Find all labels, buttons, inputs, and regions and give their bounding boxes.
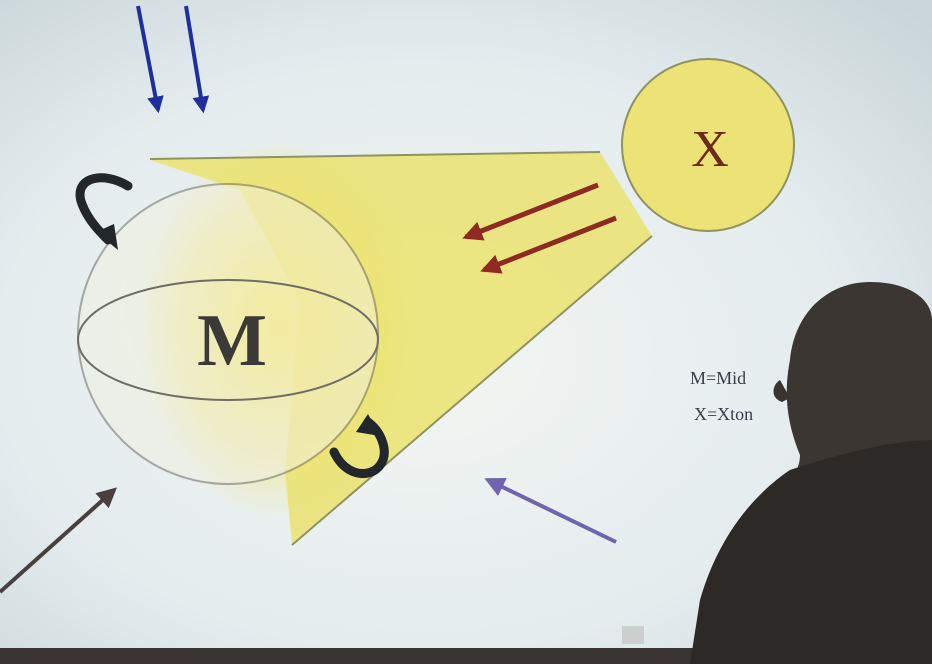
circle-label: X	[691, 121, 729, 178]
circle-x: X	[621, 58, 795, 232]
gray-arrow	[0, 487, 117, 594]
presenter-silhouette	[690, 282, 932, 664]
beam-top-edge	[149, 151, 601, 160]
red-arrow-lower	[480, 215, 617, 274]
beam-bottom-edge	[291, 235, 653, 546]
sphere-m: M	[77, 183, 379, 485]
bottom-object	[622, 626, 644, 644]
sphere-label: M	[197, 300, 267, 382]
purple-arrow	[484, 477, 617, 544]
rotation-arrow-bottom-icon	[329, 414, 389, 479]
blue-arrow-left	[136, 5, 164, 114]
rotation-arrow-top-icon	[75, 173, 133, 250]
blue-arrow-right	[184, 5, 210, 114]
legend-m: M=Mid	[690, 368, 746, 388]
legend-x: X=Xton	[694, 404, 753, 424]
red-arrow-upper	[462, 182, 599, 241]
